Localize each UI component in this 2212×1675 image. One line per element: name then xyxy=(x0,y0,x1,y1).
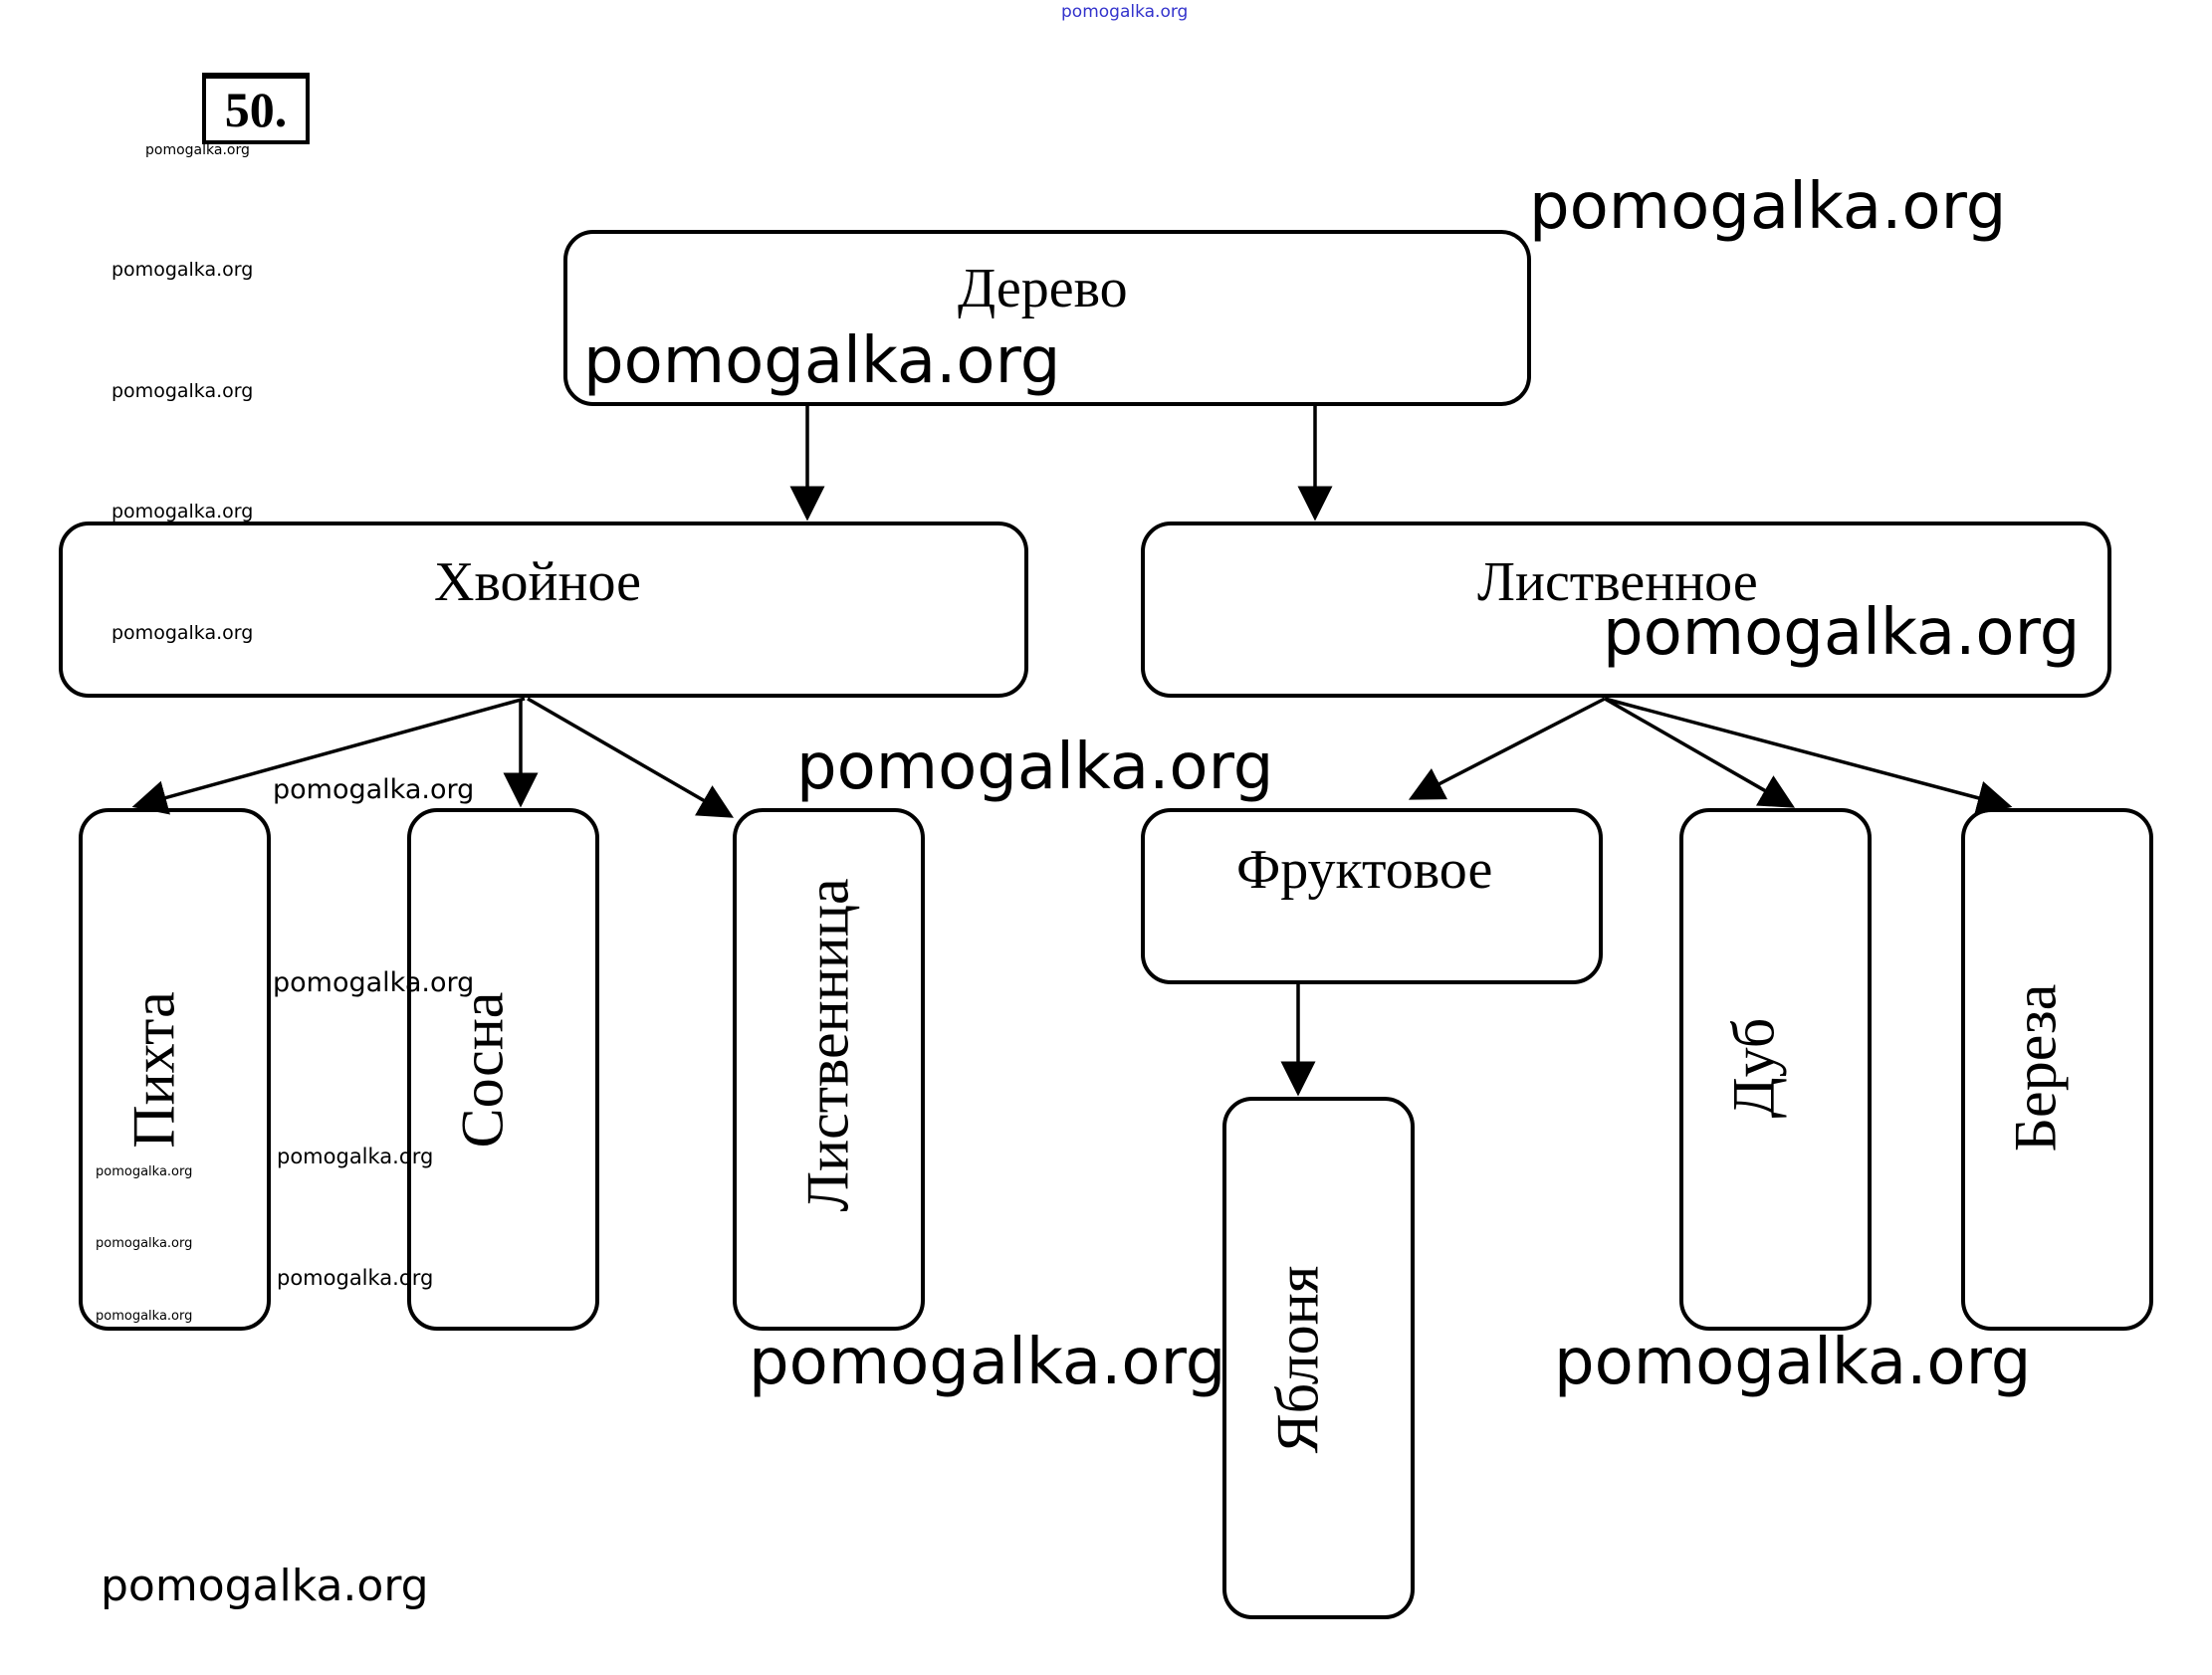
watermark: pomogalka.org xyxy=(96,1164,193,1179)
node-larch xyxy=(733,808,925,1331)
node-birch-label: Береза xyxy=(2002,983,2069,1152)
watermark: pomogalka.org xyxy=(96,1236,193,1251)
node-root-label: Дерево xyxy=(958,258,1128,319)
watermark: pomogalka.org xyxy=(1554,1326,2032,1399)
node-pine-label: Сосна xyxy=(449,991,516,1149)
node-coniferous-label: Хвойное xyxy=(434,551,641,613)
watermark: pomogalka.org xyxy=(111,380,254,402)
arrow-coniferous-larch xyxy=(527,697,735,818)
node-apple-label: Яблоня xyxy=(1264,1265,1331,1454)
watermark: pomogalka.org xyxy=(273,774,475,805)
watermark: pomogalka.org xyxy=(583,324,1061,398)
node-oak-label: Дуб xyxy=(1720,1017,1787,1119)
arrow-deciduous-fruit xyxy=(1408,697,1606,800)
node-pine xyxy=(407,808,599,1331)
arrow-deciduous-oak xyxy=(1604,697,1796,808)
node-birch xyxy=(1961,808,2153,1331)
arrow-coniferous-fir xyxy=(131,697,526,815)
problem-number: 50. xyxy=(202,73,310,144)
node-fruit-label: Фруктовое xyxy=(1236,839,1493,901)
watermark: pomogalka.org xyxy=(111,501,254,523)
watermark-top: pomogalka.org xyxy=(1061,2,1189,22)
node-apple xyxy=(1222,1097,1415,1619)
node-oak xyxy=(1679,808,1872,1331)
watermark: pomogalka.org xyxy=(96,1309,193,1324)
watermark: pomogalka.org xyxy=(101,1561,429,1611)
watermark: pomogalka.org xyxy=(145,142,250,158)
watermark: pomogalka.org xyxy=(111,622,254,644)
watermark: pomogalka.org xyxy=(796,731,1274,804)
node-fruit xyxy=(1141,808,1603,984)
watermark: pomogalka.org xyxy=(749,1326,1226,1399)
arrow-deciduous-birch xyxy=(1604,697,2013,815)
watermark: pomogalka.org xyxy=(111,259,254,281)
node-deciduous xyxy=(1141,522,2111,698)
node-fir xyxy=(79,808,271,1331)
node-fir-label: Пихта xyxy=(120,991,187,1149)
watermark: pomogalka.org xyxy=(273,967,475,998)
node-deciduous-label: Лиственное xyxy=(1477,551,1758,613)
watermark: pomogalka.org xyxy=(277,1266,434,1290)
watermark: pomogalka.org xyxy=(1603,596,2081,670)
node-coniferous xyxy=(59,522,1028,698)
watermark: pomogalka.org xyxy=(277,1145,434,1168)
node-root xyxy=(563,230,1531,406)
watermark: pomogalka.org xyxy=(1529,170,2007,244)
node-larch-label: Лиственница xyxy=(794,878,861,1212)
